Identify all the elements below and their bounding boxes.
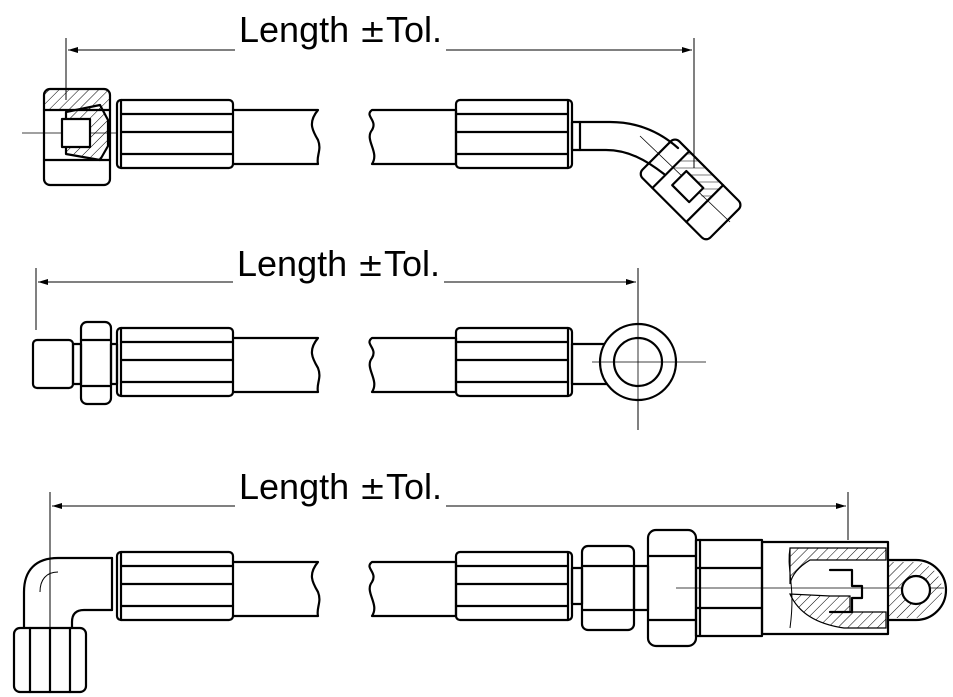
clevis-eye [886, 558, 948, 622]
crimp-ferrule-right [454, 326, 574, 398]
plus-minus-symbol: ± [359, 12, 386, 50]
crimp-ferrule-left [115, 550, 235, 622]
dimension-text: Length [237, 243, 348, 284]
tolerance-text: Tol. [385, 466, 442, 507]
crimp-ferrule-left [115, 326, 235, 398]
coupling-nut [570, 544, 650, 632]
dimension-text: Length [239, 466, 350, 507]
hose-segment-left [231, 560, 321, 618]
dimension-label-3: Length ±Tol. [235, 467, 446, 508]
dimension-label-2: Length ±Tol. [233, 244, 444, 285]
assembly-2 [31, 268, 706, 430]
assembly-3 [12, 492, 948, 694]
hose-segment-right [368, 560, 458, 618]
swivel-nut-right [639, 138, 742, 241]
hose-segment-right [368, 108, 458, 166]
elbow-90-fitting [12, 556, 114, 694]
male-stud [31, 320, 119, 406]
swivel-nut-left [42, 87, 112, 187]
plus-minus-symbol: ± [359, 469, 386, 507]
hose-segment-right [368, 336, 458, 394]
crimp-ferrule-left [115, 98, 235, 170]
tolerance-text: Tol. [385, 9, 442, 50]
tolerance-text: Tol. [383, 243, 440, 284]
assembly-1 [22, 38, 742, 241]
plus-minus-symbol: ± [357, 246, 384, 284]
hose-segment-left [231, 336, 321, 394]
banjo-fitting [570, 318, 706, 406]
crimp-ferrule-right [454, 550, 574, 622]
bent-tube-45 [570, 120, 731, 223]
hose-segment-left [231, 108, 321, 166]
crimp-ferrule-right [454, 98, 574, 170]
dimension-label-1: Length ±Tol. [235, 10, 446, 51]
dimension-text: Length [239, 9, 350, 50]
